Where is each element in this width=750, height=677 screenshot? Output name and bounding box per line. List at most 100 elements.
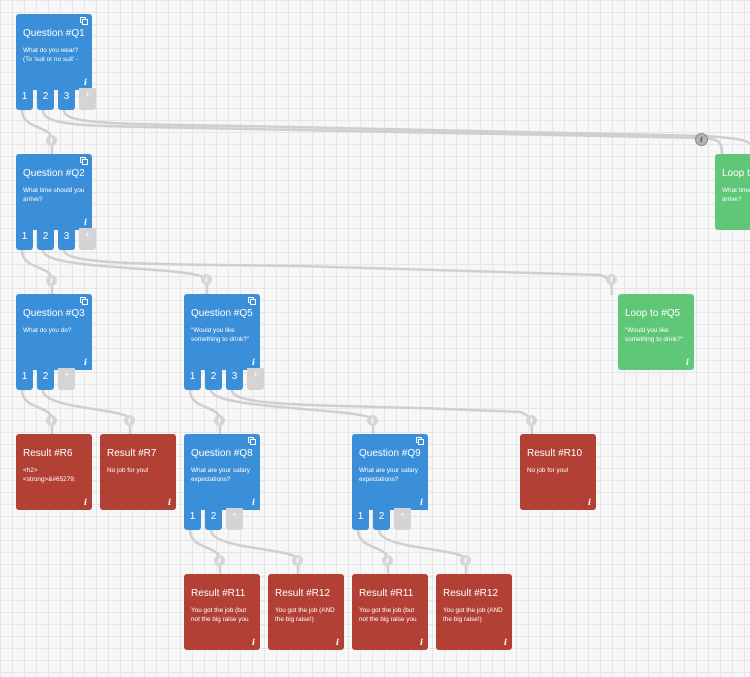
question-node-q8[interactable]: Question #Q8 What are your salary expect… bbox=[184, 434, 260, 510]
result-node-r6[interactable]: Result #R6 <h2><strong>&#65279; i bbox=[16, 434, 92, 510]
copy-icon[interactable] bbox=[416, 437, 424, 445]
node-title: Result #R6 bbox=[23, 448, 73, 459]
question-node-q9[interactable]: Question #Q9 What are your salary expect… bbox=[352, 434, 428, 510]
edge-info-icon[interactable]: i bbox=[367, 415, 378, 426]
edge-info-icon[interactable]: i bbox=[46, 135, 57, 146]
node-title: Question #Q8 bbox=[191, 448, 253, 459]
answer-port-1[interactable]: 1 bbox=[184, 368, 201, 390]
copy-icon[interactable] bbox=[80, 157, 88, 165]
node-text: No job for you! bbox=[107, 467, 149, 474]
result-node-r10[interactable]: Result #R10 No job for you! i bbox=[520, 434, 596, 510]
copy-icon[interactable] bbox=[80, 297, 88, 305]
edge-info-icon[interactable]: i bbox=[695, 133, 708, 146]
answer-port-1[interactable]: 1 bbox=[16, 228, 33, 250]
info-icon[interactable]: i bbox=[419, 637, 423, 647]
node-text: What time should you arrive? bbox=[722, 187, 750, 203]
node-text: "Would you like something to drink?" bbox=[191, 327, 250, 343]
node-text: No job for you! bbox=[527, 467, 569, 474]
edge-info-icon[interactable]: i bbox=[460, 555, 471, 566]
answer-port-1[interactable]: 1 bbox=[16, 368, 33, 390]
edge-info-icon[interactable]: i bbox=[606, 274, 617, 285]
info-icon[interactable]: i bbox=[251, 497, 255, 507]
add-answer-button[interactable]: + bbox=[394, 508, 411, 530]
edge-q3-r7 bbox=[41, 389, 132, 435]
edge-q1-loop-b bbox=[62, 109, 750, 146]
question-node-q3[interactable]: Question #Q3 What do you do? i bbox=[16, 294, 92, 370]
edge-info-icon[interactable]: i bbox=[201, 274, 212, 285]
add-answer-button[interactable]: + bbox=[226, 508, 243, 530]
answer-port-1[interactable]: 1 bbox=[352, 508, 369, 530]
edge-info-icon[interactable]: i bbox=[214, 415, 225, 426]
loop-node-q2[interactable]: Loop to #Q2 What time should you arrive? bbox=[715, 154, 750, 230]
result-node-r11[interactable]: Result #R11 You got the job (but not the… bbox=[352, 574, 428, 650]
info-icon[interactable]: i bbox=[83, 357, 87, 367]
node-text: What time should you arrive? bbox=[23, 187, 85, 203]
copy-icon[interactable] bbox=[248, 437, 256, 445]
info-icon[interactable]: i bbox=[587, 497, 591, 507]
question-node-q1[interactable]: Question #Q1 What do you wear? (To 'suit… bbox=[16, 14, 92, 90]
add-answer-button[interactable]: + bbox=[79, 88, 96, 110]
node-title: Question #Q3 bbox=[23, 308, 85, 319]
node-text: What are your salary expectations? bbox=[191, 467, 250, 483]
question-node-q2[interactable]: Question #Q2 What time should you arrive… bbox=[16, 154, 92, 230]
edge-info-icon[interactable]: i bbox=[526, 415, 537, 426]
edge-info-icon[interactable]: i bbox=[382, 555, 393, 566]
edge-info-icon[interactable]: i bbox=[124, 415, 135, 426]
info-icon[interactable]: i bbox=[335, 637, 339, 647]
edge-q5-q8 bbox=[188, 389, 222, 435]
answer-port-2[interactable]: 2 bbox=[205, 368, 222, 390]
node-text: You got the job (but not the big raise y… bbox=[359, 607, 417, 623]
info-icon[interactable]: i bbox=[83, 217, 87, 227]
add-answer-button[interactable]: + bbox=[79, 228, 96, 250]
answer-port-3[interactable]: 3 bbox=[226, 368, 243, 390]
edge-info-icon[interactable]: i bbox=[292, 555, 303, 566]
edge-q9-r12b bbox=[377, 529, 468, 575]
question-node-q5[interactable]: Question #Q5 "Would you like something t… bbox=[184, 294, 260, 370]
answer-port-2[interactable]: 2 bbox=[205, 508, 222, 530]
edge-info-icon[interactable]: i bbox=[46, 415, 57, 426]
answer-port-2[interactable]: 2 bbox=[37, 88, 54, 110]
add-answer-button[interactable]: + bbox=[247, 368, 264, 390]
info-icon[interactable]: i bbox=[251, 357, 255, 367]
info-icon[interactable]: i bbox=[83, 77, 87, 87]
node-title: Result #R10 bbox=[527, 448, 583, 459]
node-text: You got the job (but not the big raise y… bbox=[191, 607, 249, 623]
answer-ports: 1 2 3 + bbox=[16, 88, 100, 110]
answer-port-3[interactable]: 3 bbox=[58, 228, 75, 250]
node-title: Loop to #Q5 bbox=[625, 308, 681, 319]
edge-info-icon[interactable]: i bbox=[214, 555, 225, 566]
node-text: What do you wear? (To 'suit or no suit' … bbox=[23, 47, 79, 63]
result-node-r12[interactable]: Result #R12 You got the job (AND the big… bbox=[436, 574, 512, 650]
info-icon[interactable]: i bbox=[503, 637, 507, 647]
copy-icon[interactable] bbox=[248, 297, 256, 305]
edge-info-icon[interactable]: i bbox=[46, 275, 57, 286]
node-title: Question #Q5 bbox=[191, 308, 253, 319]
answer-ports: 1 2 + bbox=[16, 368, 79, 390]
answer-port-2[interactable]: 2 bbox=[37, 228, 54, 250]
edge-q2-loopq5 bbox=[62, 249, 614, 296]
node-title: Loop to #Q2 bbox=[722, 168, 750, 179]
answer-port-1[interactable]: 1 bbox=[16, 88, 33, 110]
add-answer-button[interactable]: + bbox=[58, 368, 75, 390]
node-text: "Would you like something to drink?" bbox=[625, 327, 684, 343]
answer-port-3[interactable]: 3 bbox=[58, 88, 75, 110]
answer-port-2[interactable]: 2 bbox=[37, 368, 54, 390]
node-title: Question #Q1 bbox=[23, 28, 85, 39]
edge-q2-q5 bbox=[41, 249, 209, 295]
info-icon[interactable]: i bbox=[167, 497, 171, 507]
info-icon[interactable]: i bbox=[251, 637, 255, 647]
loop-node-q5[interactable]: Loop to #Q5 "Would you like something to… bbox=[618, 294, 694, 370]
result-node-r12[interactable]: Result #R12 You got the job (AND the big… bbox=[268, 574, 344, 650]
answer-port-1[interactable]: 1 bbox=[184, 508, 201, 530]
node-title: Question #Q9 bbox=[359, 448, 421, 459]
info-icon[interactable]: i bbox=[83, 497, 87, 507]
info-icon[interactable]: i bbox=[419, 497, 423, 507]
result-node-r7[interactable]: Result #R7 No job for you! i bbox=[100, 434, 176, 510]
copy-icon[interactable] bbox=[80, 17, 88, 25]
node-title: Result #R11 bbox=[359, 588, 414, 599]
info-icon[interactable]: i bbox=[685, 357, 689, 367]
result-node-r11[interactable]: Result #R11 You got the job (but not the… bbox=[184, 574, 260, 650]
answer-port-2[interactable]: 2 bbox=[373, 508, 390, 530]
edge-q8-r12a bbox=[209, 529, 300, 575]
node-title: Question #Q2 bbox=[23, 168, 85, 179]
